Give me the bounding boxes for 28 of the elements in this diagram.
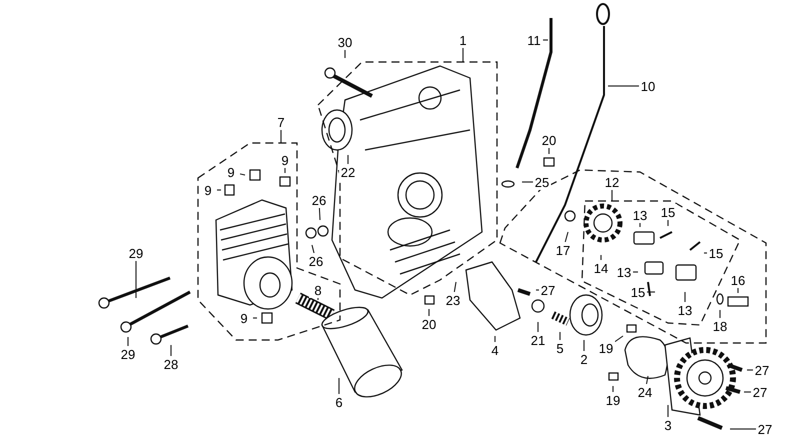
leader-line (462, 48, 464, 62)
leader-line (730, 428, 756, 430)
leader-line (612, 386, 614, 392)
callout-number: 24 (636, 384, 654, 400)
leader-line (312, 244, 314, 254)
leader-line (428, 308, 430, 316)
leader-line (494, 336, 496, 342)
leader-line (344, 50, 346, 58)
leader-line (548, 148, 550, 154)
leader-line (170, 344, 172, 356)
leader-line (564, 232, 568, 242)
callout-number: 15 (659, 204, 677, 220)
leader-line (646, 376, 648, 384)
leader-line (318, 208, 320, 220)
leader-line (338, 378, 340, 394)
dashed-group-outline (198, 143, 340, 340)
leader-line (280, 130, 282, 144)
leader-line (454, 282, 456, 292)
leader-line (684, 292, 686, 302)
leader-line (600, 254, 602, 260)
callout-number: 26 (307, 253, 325, 269)
callout-number: 19 (597, 340, 615, 356)
leader-line (614, 336, 624, 342)
leader-line (284, 168, 286, 174)
callout-number: 23 (444, 292, 462, 308)
leader-line (240, 173, 246, 176)
leader-line (704, 252, 708, 254)
callout-number: 17 (554, 242, 572, 258)
